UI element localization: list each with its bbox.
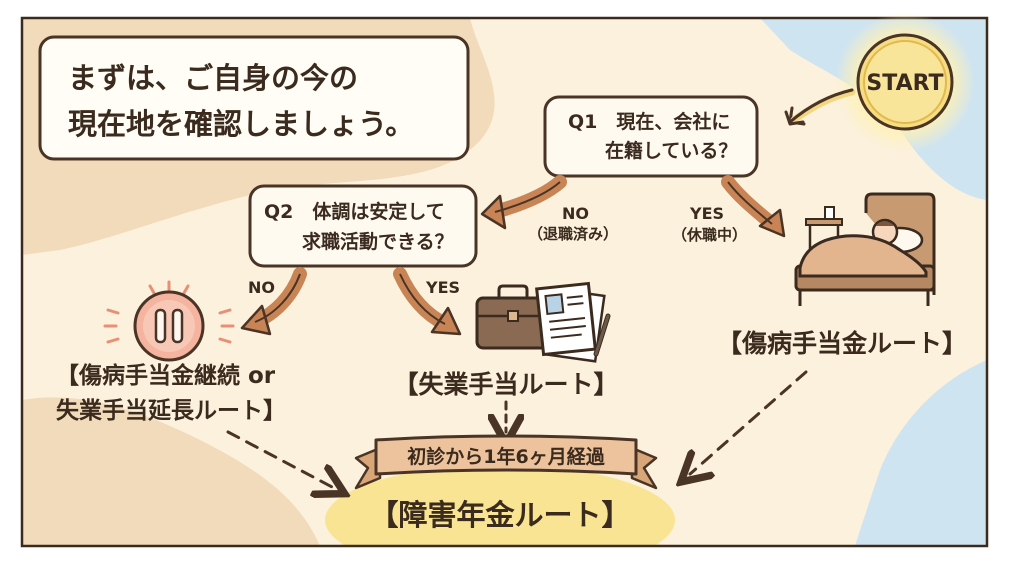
pen-icon [593,313,611,357]
route-disability: 【障害年金ルート】 [369,498,630,532]
start-label: START [866,71,943,96]
pause-icon [103,280,235,362]
arrow-q2-yes [393,267,462,336]
q1-yes-label: YES [689,204,724,223]
arrow-q1-yes [721,175,786,238]
banner-label: 初診から1年6ヶ月経過 [407,445,605,468]
resume-document-icon [535,281,606,363]
elapsed-banner: 初診から1年6ヶ月経過 [354,434,658,490]
start-node: START [835,12,975,152]
intro-callout: まずは、ご自身の今の 現在地を確認しましょう。 [38,35,470,161]
arrow-q1-no [480,175,567,230]
q2-line-1: Q2 体調は安定して [264,200,445,223]
arrow-q2-no [240,267,307,336]
question-2-box: Q2 体調は安定して 求職活動できる？ [248,184,478,268]
question-1-box: Q1 現在、会社に 在籍している？ [543,95,759,178]
bed-icon [794,192,936,306]
route-sickness-extend-line-1: 【傷病手当金継続 or [56,362,276,389]
q2-yes-label: YES [425,278,460,297]
route-sickness-extend-line-2: 失業手当延長ルート】 [56,397,286,424]
peach-blob-bottom-left [22,397,320,546]
q1-no-note: （退職済み） [528,225,618,243]
blue-blob-bottom-right [855,360,987,546]
route-sickness: 【傷病手当金ルート】 [717,329,967,358]
intro-line-2: 現在地を確認しましょう。 [68,107,414,141]
q2-no-label: NO [248,278,275,297]
q1-yes-note: （休職中） [672,226,747,244]
q2-line-2: 求職活動できる？ [302,230,454,253]
q1-no-label: NO [562,204,589,223]
dashed-arrow-sickness-to-disability [690,370,808,474]
route-unemployment: 【失業手当ルート】 [393,370,618,399]
highlight-blob [325,465,675,546]
q1-line-1: Q1 現在、会社に [568,110,730,133]
intro-line-1: まずは、ご自身の今の [68,61,358,95]
dashed-arrow-extend-to-disability [226,430,334,488]
q1-line-2: 在籍している？ [605,139,737,162]
